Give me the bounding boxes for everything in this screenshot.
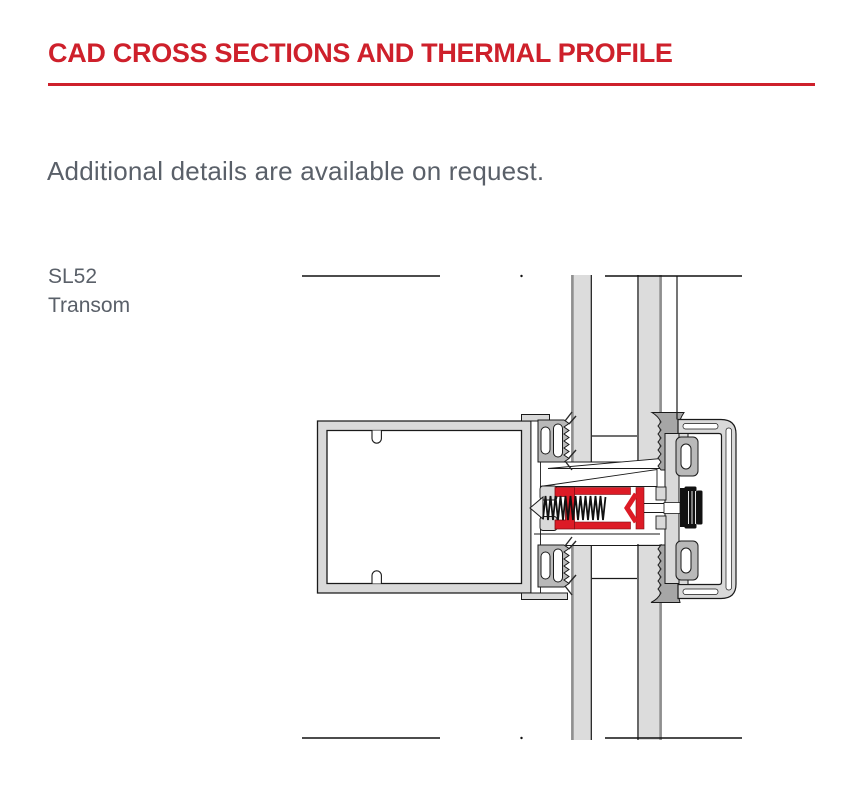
- transom-box-profile: [316, 414, 568, 600]
- section-break-lines: [302, 274, 742, 740]
- figure-label-series: SL52: [48, 265, 98, 288]
- interior-glazing-gaskets: [537, 411, 577, 596]
- page-title: CAD CROSS SECTIONS AND THERMAL PROFILE: [48, 38, 673, 68]
- upper-glass-unit: [571, 275, 662, 466]
- lower-glass-unit: [571, 544, 662, 740]
- title-underline: [48, 83, 815, 86]
- figure-label: SL52 Transom: [48, 262, 130, 320]
- intro-text: Additional details are available on requ…: [47, 156, 545, 186]
- fixing-screw: [529, 495, 667, 521]
- figure-label-component: Transom: [48, 294, 131, 317]
- pressure-plate: [655, 433, 699, 584]
- hex-bolt: [680, 486, 703, 529]
